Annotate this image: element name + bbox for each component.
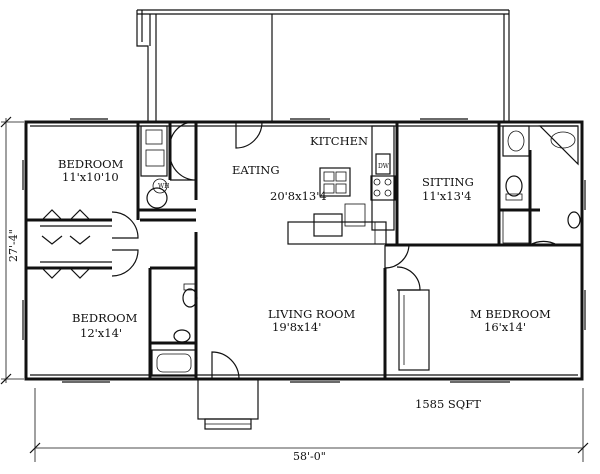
- room-size-bedroom-1: 11'x10'10: [62, 170, 119, 184]
- interior-walls: [26, 122, 582, 379]
- room-name-bedroom-2: BEDROOM: [72, 311, 138, 325]
- dimension-width-label: 58'-0": [293, 450, 326, 463]
- entry-steps: [197, 378, 259, 430]
- bath-fixtures: [140, 125, 581, 377]
- room-size-master-bedroom: 16'x14': [484, 320, 526, 334]
- porch-outline: [136, 9, 510, 122]
- room-size-bedroom-2: 12'x14': [80, 326, 122, 340]
- room-name-living: LIVING ROOM: [268, 307, 355, 321]
- exterior-walls: [24, 120, 584, 381]
- room-name-kitchen: KITCHEN: [310, 134, 368, 148]
- dimension-width: [29, 388, 589, 462]
- label-water-heater: WH: [158, 183, 169, 190]
- windows: [22, 118, 586, 383]
- room-name-eating: EATING: [232, 163, 280, 177]
- room-size-kitchen: 20'8x13'4: [270, 189, 327, 203]
- closet-bifold-doors: [40, 209, 112, 279]
- master-closet: [398, 289, 430, 371]
- room-name-sitting: SITTING: [422, 175, 474, 189]
- room-size-living: 19'8x14': [272, 320, 321, 334]
- room-name-master-bedroom: M BEDROOM: [470, 307, 551, 321]
- dimension-depth-label: 27'-4": [7, 229, 20, 262]
- room-size-sitting: 11'x13'4: [422, 189, 471, 203]
- area-label: 1585 SQFT: [415, 397, 481, 411]
- kitchen-fixtures: [287, 125, 396, 245]
- dimension-depth: [0, 116, 24, 385]
- room-name-bedroom-1: BEDROOM: [58, 157, 124, 171]
- label-dishwasher: DW: [378, 163, 390, 170]
- door-swings: [111, 121, 558, 380]
